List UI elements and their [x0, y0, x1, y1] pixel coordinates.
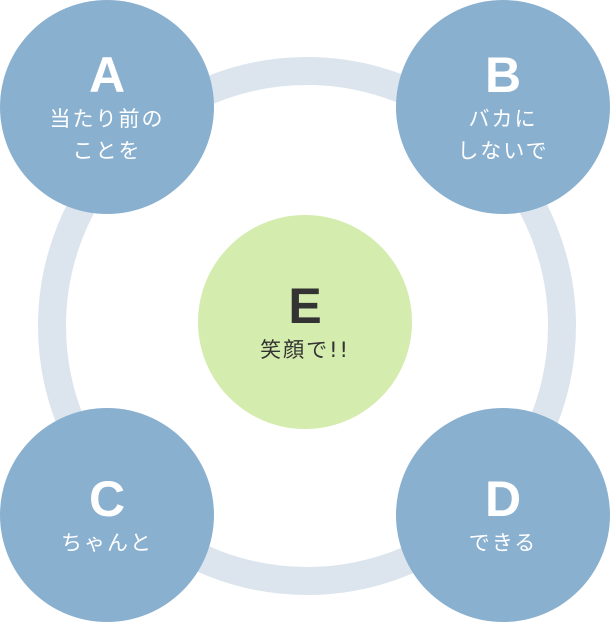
node-d-letter: D: [484, 471, 522, 527]
node-b: B バカに しないで: [396, 0, 610, 214]
node-c-letter: C: [88, 471, 126, 527]
node-d-label: できる: [468, 531, 538, 555]
node-e-center: E 笑顔で!!: [198, 215, 412, 429]
node-a-label: 当たり前の ことを: [49, 107, 165, 163]
node-a: A 当たり前の ことを: [0, 0, 214, 214]
node-e-letter: E: [288, 278, 322, 334]
node-b-label: バカに しないで: [457, 107, 549, 163]
node-a-letter: A: [88, 47, 126, 103]
node-e-label: 笑顔で!!: [260, 338, 350, 362]
node-c: C ちゃんと: [0, 408, 214, 622]
node-d: D できる: [396, 408, 610, 622]
node-b-letter: B: [484, 47, 522, 103]
node-c-label: ちゃんと: [61, 531, 153, 555]
